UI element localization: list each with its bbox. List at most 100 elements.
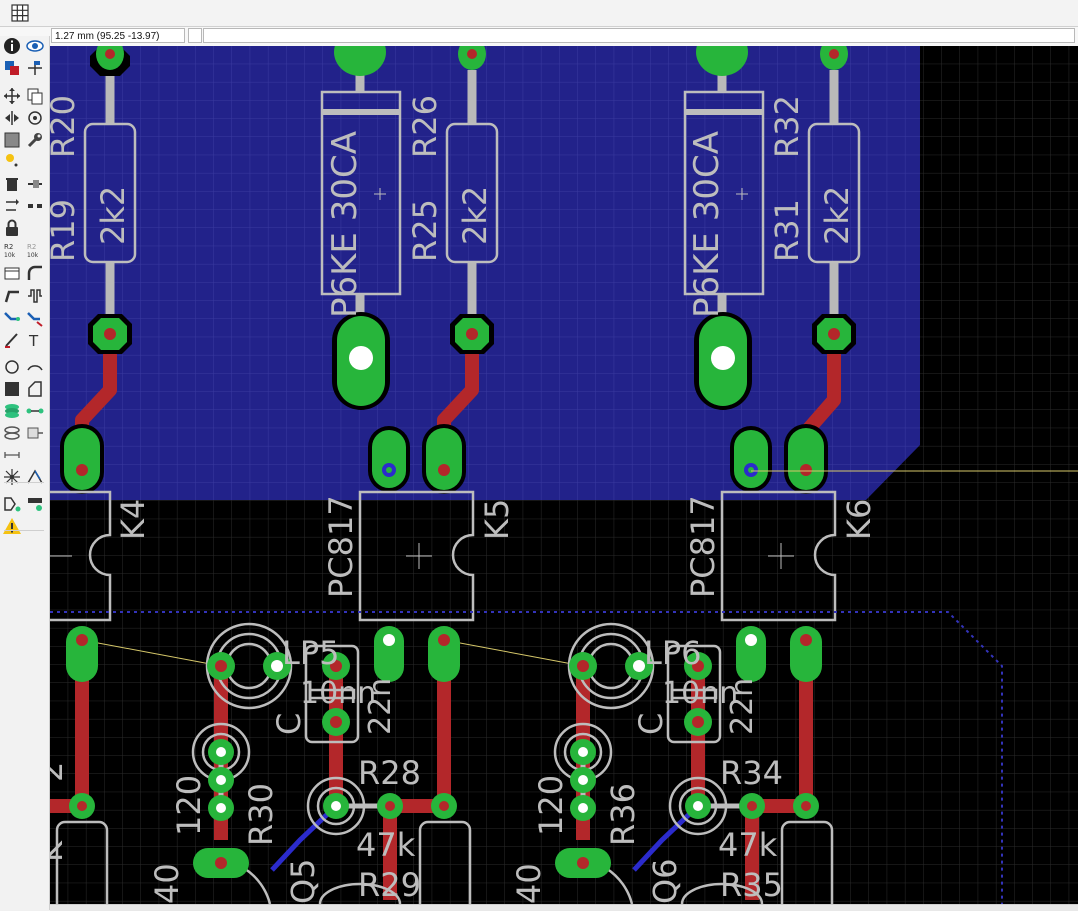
arc-icon[interactable]: [25, 357, 45, 377]
label-r26: R26: [406, 95, 444, 158]
label-c-1-value: 10nn: [300, 676, 376, 711]
label-r29: R29: [358, 866, 421, 904]
label-fragment-k: K: [50, 840, 70, 862]
label-fragment-2: 2: [50, 762, 70, 782]
group-icon[interactable]: [2, 130, 22, 150]
toolbar-separator: [4, 482, 44, 483]
pads-top-row: [88, 46, 856, 410]
label-lp6: LP6: [644, 634, 701, 672]
horizontal-scrollbar[interactable]: [50, 904, 1078, 911]
via-icon[interactable]: [2, 401, 22, 421]
mark-icon[interactable]: [25, 58, 45, 78]
meander-icon[interactable]: [25, 286, 45, 306]
layers-icon[interactable]: [2, 58, 22, 78]
svg-text:T: T: [28, 332, 39, 350]
label-r30: R30: [242, 783, 280, 846]
label-pc817-2: PC817: [684, 495, 722, 598]
label-fragment-40b: 40: [510, 863, 548, 904]
keepout-outline: [50, 611, 1003, 904]
warning-icon[interactable]: [2, 516, 22, 536]
label-r20-value: 2k2: [94, 186, 132, 245]
optimize-icon[interactable]: [2, 286, 22, 306]
label-c-2: C: [632, 713, 670, 735]
autorouter-icon[interactable]: [25, 467, 45, 487]
top-toolbar: [0, 0, 1078, 27]
ripup-icon[interactable]: [25, 308, 45, 328]
svg-text:10k: 10k: [4, 252, 16, 259]
grid-icon[interactable]: [10, 3, 30, 23]
label-diode-2: P6KE 30CA: [687, 131, 727, 318]
label-r30-value: 120: [170, 775, 208, 836]
smash-icon[interactable]: [2, 150, 22, 170]
label-r28-value: 47k: [356, 826, 416, 864]
label-r31: R31: [768, 199, 806, 262]
label-k5: K5: [478, 499, 516, 540]
pinswap-icon[interactable]: [25, 196, 45, 216]
coordinate-readout: 1.27 mm (95.25 -13.97): [51, 28, 185, 43]
dimension-icon[interactable]: [2, 445, 22, 465]
errc-icon[interactable]: [25, 494, 45, 514]
label-r20: R20: [50, 95, 82, 158]
label-diode-1: P6KE 30CA: [325, 131, 365, 318]
label-q5: Q5: [284, 858, 322, 904]
board-canvas[interactable]: R20 R19 2k2 P6KE 30CA R26 R25 2k2 P6KE 3…: [50, 46, 1078, 904]
mirror-icon[interactable]: [2, 108, 22, 128]
label-q6: Q6: [646, 858, 684, 904]
pads-opto-row: [60, 424, 828, 494]
label-lp5: LP5: [282, 634, 339, 672]
change-icon[interactable]: [2, 196, 22, 216]
label-k6: K6: [840, 499, 878, 540]
label-r36-value: 120: [532, 775, 570, 836]
wrench-icon[interactable]: [25, 130, 45, 150]
miter-icon[interactable]: [25, 263, 45, 283]
ratsnest-icon[interactable]: [2, 467, 22, 487]
attribute-icon[interactable]: [25, 423, 45, 443]
info-icon[interactable]: [2, 36, 22, 56]
coordinate-bar: 1.27 mm (95.25 -13.97): [0, 27, 1078, 47]
svg-text:R2: R2: [4, 243, 13, 251]
label-r35: R35: [720, 866, 783, 904]
copy-icon[interactable]: [25, 86, 45, 106]
label-r32-value: 2k2: [818, 186, 856, 245]
label-c-1-value2: 22n: [363, 678, 398, 735]
label-fragment-40a: 40: [148, 863, 186, 904]
coordinate-extra-field[interactable]: [188, 28, 202, 43]
rotate-icon[interactable]: [25, 108, 45, 128]
lock-icon[interactable]: [2, 218, 22, 238]
label-c-2-value2: 22n: [725, 678, 760, 735]
add-icon[interactable]: [2, 263, 22, 283]
label-r19: R19: [50, 199, 82, 262]
text-icon[interactable]: T: [25, 330, 45, 350]
svg-text:R2: R2: [27, 243, 36, 251]
label-r34-value: 47k: [718, 826, 778, 864]
split-icon[interactable]: [25, 174, 45, 194]
label-r28: R28: [358, 754, 421, 792]
command-line-input[interactable]: [203, 28, 1075, 43]
label-r32: R32: [768, 95, 806, 158]
silk-resistors: [50, 90, 861, 622]
drc-icon[interactable]: [2, 494, 22, 514]
label-pc817-1: PC817: [322, 495, 360, 598]
toolbar-separator: [4, 530, 44, 531]
route-icon[interactable]: [2, 308, 22, 328]
pads-lower: [66, 626, 822, 878]
label-r34: R34: [720, 754, 783, 792]
hole-icon[interactable]: [2, 423, 22, 443]
rectangle-icon[interactable]: [2, 379, 22, 399]
delete-icon[interactable]: [2, 174, 22, 194]
svg-text:10k: 10k: [27, 252, 39, 259]
label-k4: K4: [114, 499, 152, 540]
signal-icon[interactable]: [25, 401, 45, 421]
wire-icon[interactable]: [2, 330, 22, 350]
move-icon[interactable]: [2, 86, 22, 106]
circle-icon[interactable]: [2, 357, 22, 377]
label-r26-value: 2k2: [456, 186, 494, 245]
polygon-icon[interactable]: [25, 379, 45, 399]
label-r25: R25: [406, 199, 444, 262]
bottom-copper-traces: [270, 804, 700, 872]
eye-icon[interactable]: [25, 36, 45, 56]
label-c-2-value: 10nn: [662, 676, 738, 711]
